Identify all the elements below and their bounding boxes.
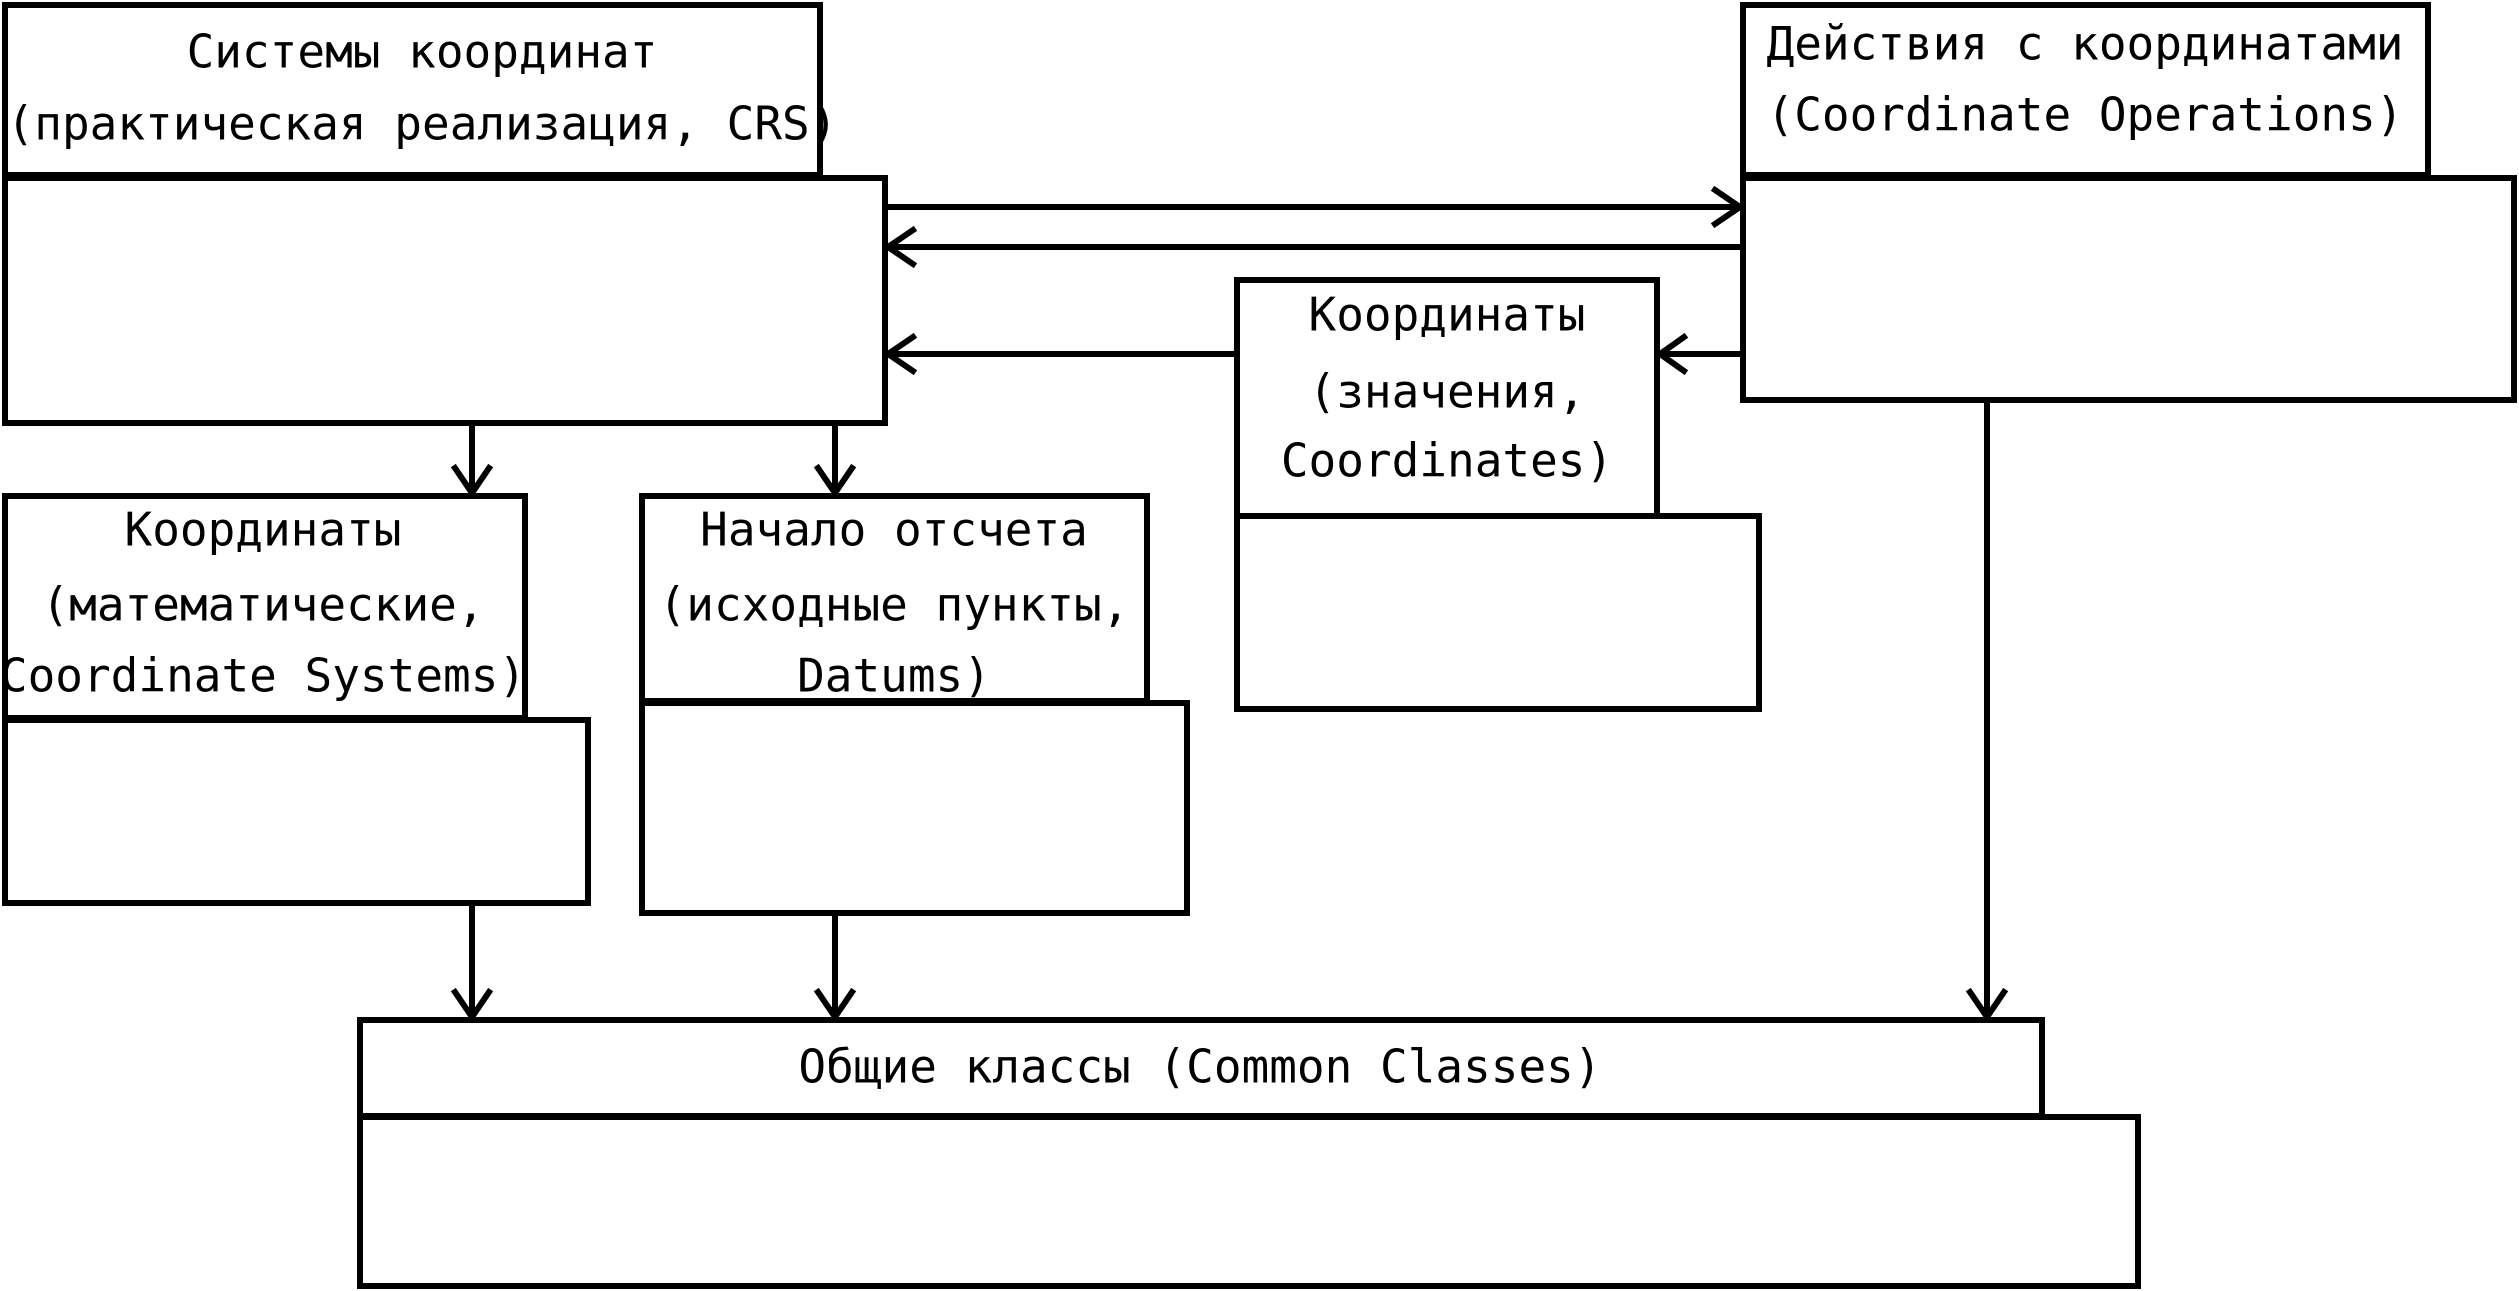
package-crs[interactable]: Системы координат (практическая реализац… (2, 2, 888, 426)
arrow-datums-to-common-classes (813, 913, 857, 1023)
package-coordinate-systems-label-3: Coordinate Systems) (0, 649, 526, 703)
package-coordinates-label-1: Координаты (1309, 288, 1586, 342)
package-coordinate-systems-label-1: Координаты (125, 503, 402, 557)
package-coordinates-label-2: (значения, (1309, 365, 1586, 419)
package-coordinates-label-3: Coordinates) (1281, 434, 1613, 488)
package-datums-label-3: Datums) (797, 649, 991, 703)
arrow-crs-to-coordinate-operations (885, 185, 1746, 229)
package-common-classes-label: Общие классы (Common Classes) (798, 1040, 1601, 1094)
package-coordinates-body (1234, 513, 1762, 712)
arrow-coordinate-operations-to-common-classes (1965, 400, 2009, 1023)
arrow-coordinates-to-crs (882, 332, 1237, 376)
package-coordinate-operations-label-2: (Coordinate Operations) (1767, 88, 2404, 142)
package-datums[interactable]: Начало отсчета (исходные пункты, Datums) (639, 493, 1190, 916)
package-coordinates[interactable]: Координаты (значения, Coordinates) (1234, 277, 1762, 712)
package-coordinate-operations-tab (1740, 2, 2431, 178)
package-coordinates-tab (1234, 277, 1660, 520)
package-coordinate-systems-body (2, 717, 591, 906)
package-common-classes-body (357, 1114, 2141, 1289)
arrow-crs-to-datums (813, 423, 857, 499)
package-crs-tab (2, 2, 823, 178)
package-coordinate-systems-label-2: (математические, (41, 578, 484, 632)
package-crs-body (2, 175, 888, 426)
package-crs-label-2: (практическая реализация, CRS) (7, 97, 838, 151)
package-datums-label-2: (исходные пункты, (659, 578, 1130, 632)
package-datums-body (639, 700, 1190, 916)
arrow-crs-to-coordinate-systems (450, 423, 494, 499)
arrow-coordinate-systems-to-common-classes (450, 903, 494, 1023)
package-coordinate-operations[interactable]: Действия с координатами (Coordinate Oper… (1740, 2, 2517, 403)
package-crs-label-1: Системы координат (187, 25, 658, 79)
package-common-classes[interactable]: Общие классы (Common Classes) (357, 1017, 2141, 1289)
arrow-coordinate-operations-to-crs (882, 225, 1743, 269)
arrow-coordinate-operations-to-coordinates (1654, 332, 1743, 376)
package-common-classes-tab (357, 1017, 2045, 1119)
package-coordinate-systems[interactable]: Координаты (математические, Coordinate S… (0, 493, 591, 906)
package-coordinate-operations-label-1: Действия с координатами (1767, 17, 2404, 71)
package-datums-label-1: Начало отсчета (700, 503, 1088, 557)
package-coordinate-operations-body (1740, 175, 2517, 403)
package-coordinate-systems-tab (2, 493, 528, 721)
